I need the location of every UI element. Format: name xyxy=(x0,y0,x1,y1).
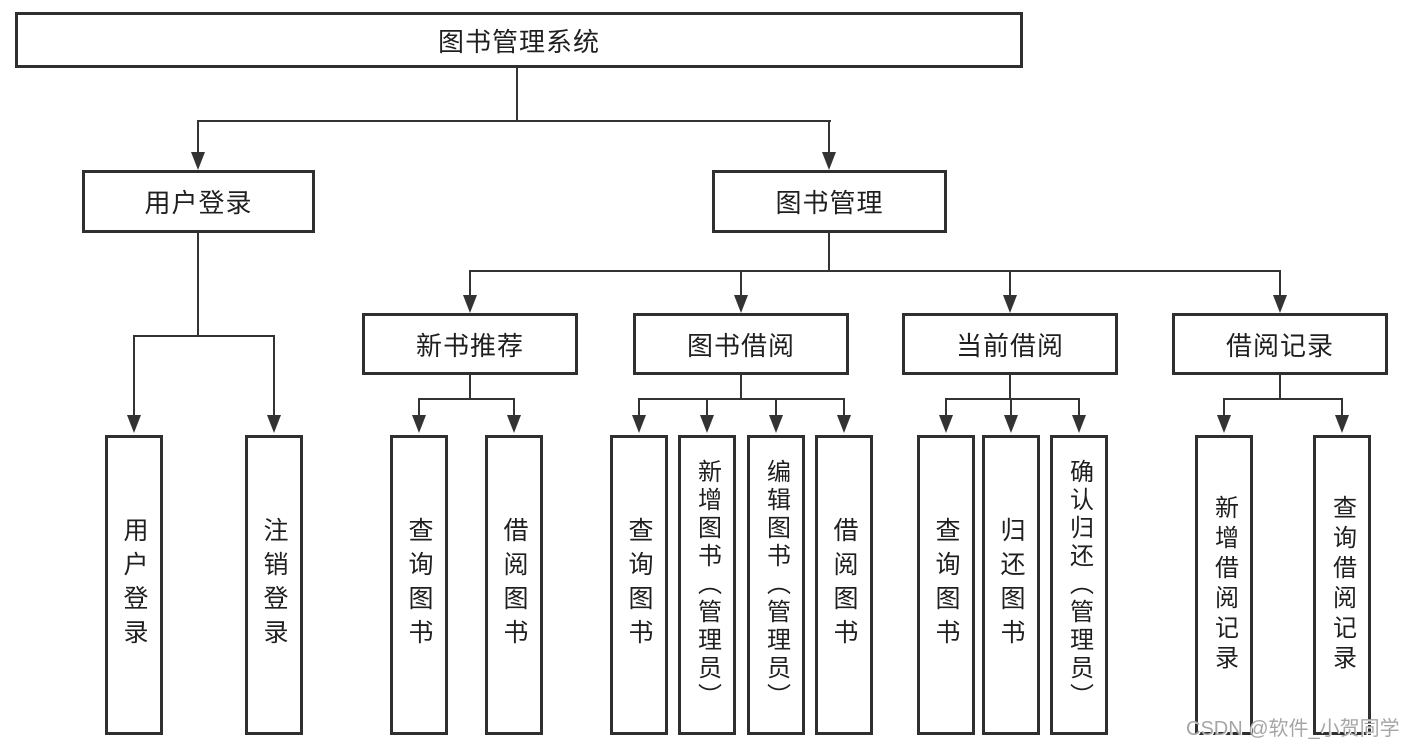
arrow-down-icon xyxy=(127,415,141,433)
node-current-borrow: 当前借阅 xyxy=(902,313,1118,375)
node-label: 图书借阅 xyxy=(686,330,795,361)
connector-line xyxy=(638,398,845,400)
node-label: 查询图书 xyxy=(932,517,960,653)
node-label: 归还图书 xyxy=(997,517,1025,653)
leaf-query-borrow-record: 查询借阅记录 xyxy=(1313,435,1371,735)
connector-line xyxy=(197,120,199,154)
connector-line xyxy=(418,398,515,400)
connector-line xyxy=(469,270,471,297)
node-user-login: 用户登录 xyxy=(82,170,315,233)
leaf-return-book: 归还图书 xyxy=(982,435,1040,735)
connector-line xyxy=(516,68,518,120)
arrow-down-icon xyxy=(939,415,953,433)
arrow-down-icon xyxy=(700,415,714,433)
node-label: 借阅图书 xyxy=(500,517,528,653)
connector-line xyxy=(418,398,420,417)
arrow-down-icon xyxy=(191,152,205,170)
connector-line xyxy=(197,233,199,335)
arrow-down-icon xyxy=(1273,295,1287,313)
connector-line xyxy=(828,120,830,154)
leaf-user-login: 用户登录 xyxy=(105,435,163,735)
node-root-library-system: 图书管理系统 xyxy=(15,12,1023,68)
connector-line xyxy=(740,270,742,297)
node-label: 借阅记录 xyxy=(1225,330,1334,361)
arrow-down-icon xyxy=(507,415,521,433)
arrow-down-icon xyxy=(1072,415,1086,433)
node-borrow-record: 借阅记录 xyxy=(1172,313,1388,375)
node-book-management: 图书管理 xyxy=(712,170,947,233)
arrow-down-icon xyxy=(822,152,836,170)
arrow-down-icon xyxy=(632,415,646,433)
leaf-logout: 注销登录 xyxy=(245,435,303,735)
node-label: 图书管理 xyxy=(775,188,884,218)
leaf-borrow-book-recommend: 借阅图书 xyxy=(485,435,543,735)
node-label: 查询图书 xyxy=(405,517,433,653)
arrow-down-icon xyxy=(267,415,281,433)
node-label: 用户登录 xyxy=(144,188,253,218)
connector-line xyxy=(1009,270,1011,297)
node-book-borrow: 图书借阅 xyxy=(633,313,849,375)
arrow-down-icon xyxy=(769,415,783,433)
node-label: 确认归还（管理员） xyxy=(1065,459,1093,711)
node-label: 新书推荐 xyxy=(415,330,524,361)
node-label: 当前借阅 xyxy=(955,330,1064,361)
arrow-down-icon xyxy=(412,415,426,433)
connector-line xyxy=(133,335,275,337)
connector-line xyxy=(1279,270,1281,297)
arrow-down-icon xyxy=(463,295,477,313)
node-label: 查询借阅记录 xyxy=(1328,495,1356,675)
leaf-borrow-book: 借阅图书 xyxy=(815,435,873,735)
connector-line xyxy=(828,233,830,270)
arrow-down-icon xyxy=(1003,295,1017,313)
connector-line xyxy=(197,120,831,122)
node-label: 查询图书 xyxy=(625,517,653,653)
node-label: 图书管理系统 xyxy=(437,26,600,57)
connector-line xyxy=(1223,398,1225,417)
connector-line xyxy=(1009,375,1011,398)
leaf-query-book-current: 查询图书 xyxy=(917,435,975,735)
leaf-query-book-borrow: 查询图书 xyxy=(610,435,668,735)
connector-line xyxy=(469,270,1281,272)
connector-line xyxy=(706,398,708,417)
node-new-book-recommend: 新书推荐 xyxy=(362,313,578,375)
connector-line xyxy=(133,335,135,417)
leaf-add-borrow-record: 新增借阅记录 xyxy=(1195,435,1253,735)
leaf-edit-book-admin: 编辑图书（管理员） xyxy=(747,435,805,735)
arrow-down-icon xyxy=(734,295,748,313)
leaf-query-book-recommend: 查询图书 xyxy=(390,435,448,735)
node-label: 用户登录 xyxy=(120,517,148,653)
leaf-confirm-return-admin: 确认归还（管理员） xyxy=(1050,435,1108,735)
connector-line xyxy=(1078,398,1080,417)
node-label: 编辑图书（管理员） xyxy=(762,459,790,711)
connector-line xyxy=(740,375,742,398)
connector-line xyxy=(945,398,947,417)
node-label: 注销登录 xyxy=(260,517,288,653)
connector-line xyxy=(945,398,1079,400)
arrow-down-icon xyxy=(1004,415,1018,433)
node-label: 新增图书（管理员） xyxy=(693,459,721,711)
arrow-down-icon xyxy=(837,415,851,433)
node-label: 新增借阅记录 xyxy=(1210,495,1238,675)
arrow-down-icon xyxy=(1335,415,1349,433)
connector-line xyxy=(469,375,471,398)
connector-line xyxy=(1223,398,1342,400)
connector-line xyxy=(638,398,640,417)
connector-line xyxy=(1010,398,1012,417)
connector-line xyxy=(1279,375,1281,398)
leaf-add-book-admin: 新增图书（管理员） xyxy=(678,435,736,735)
connector-line xyxy=(775,398,777,417)
node-label: 借阅图书 xyxy=(830,517,858,653)
arrow-down-icon xyxy=(1217,415,1231,433)
connector-line xyxy=(1341,398,1343,417)
connector-line xyxy=(513,398,515,417)
connector-line xyxy=(273,335,275,417)
csdn-watermark: CSDN @软件_小贺同学 xyxy=(1186,718,1400,740)
connector-line xyxy=(843,398,845,417)
